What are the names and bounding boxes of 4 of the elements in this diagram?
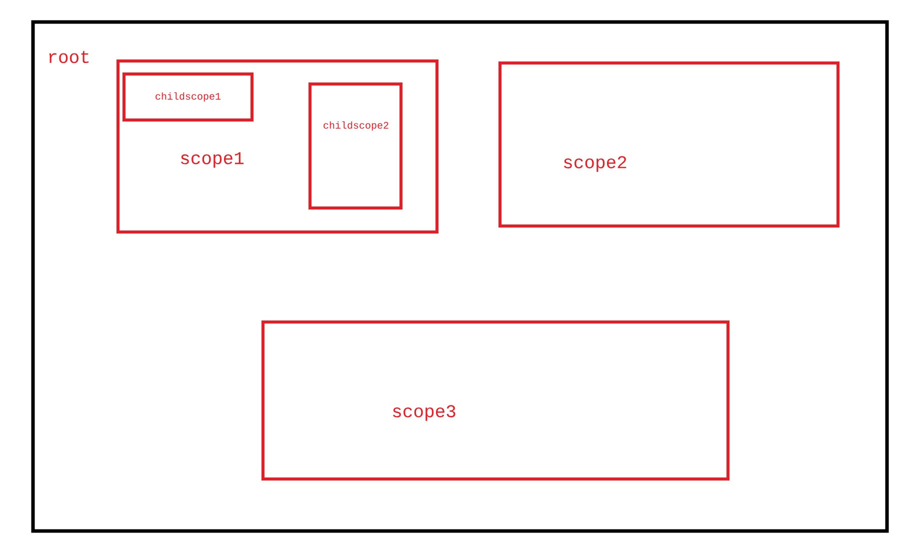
- scope-box: scope3: [262, 320, 730, 480]
- scope-box: childscope2: [308, 82, 402, 210]
- scope-box: childscope1: [122, 72, 254, 122]
- scope-box: scope2: [498, 62, 840, 228]
